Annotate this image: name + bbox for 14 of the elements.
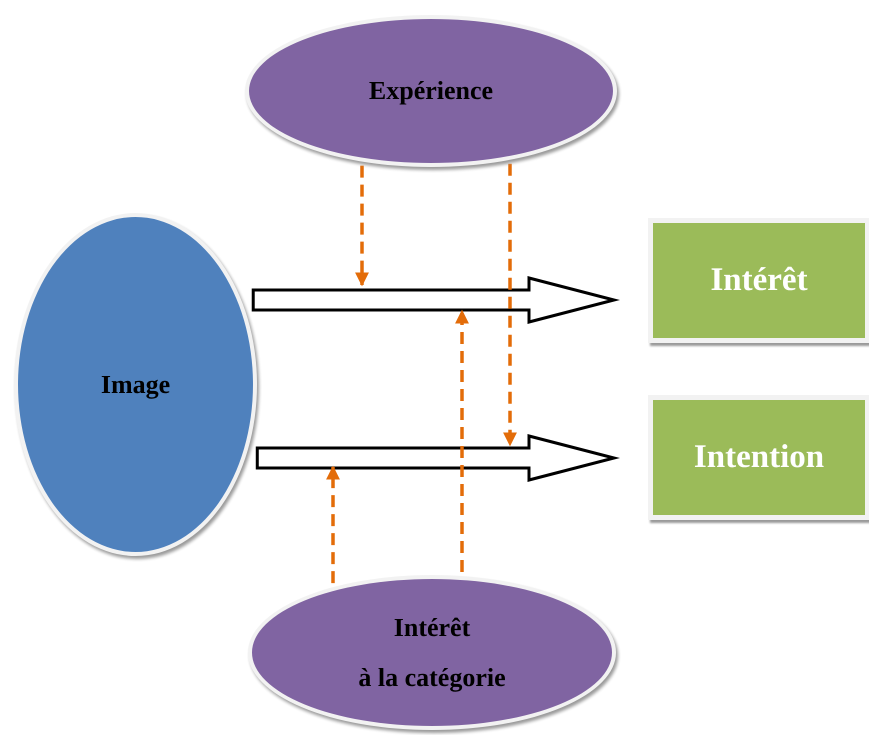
node-label: Intérêt — [710, 262, 808, 299]
rectangle-node — [648, 218, 869, 343]
rectangle-node — [648, 395, 869, 520]
node-label: Image — [100, 370, 170, 400]
dashed-arrow — [503, 164, 517, 446]
block-arrow — [256, 434, 620, 482]
node-label: Expérience — [368, 76, 494, 106]
dashed-arrow — [355, 166, 369, 286]
node-label: Intention — [694, 439, 824, 476]
node-label: Intérêt — [394, 612, 470, 642]
dashed-arrow — [455, 310, 469, 572]
node-label: à la catégorie — [358, 662, 506, 692]
block-arrow — [252, 276, 620, 324]
dashed-arrow — [326, 466, 340, 584]
